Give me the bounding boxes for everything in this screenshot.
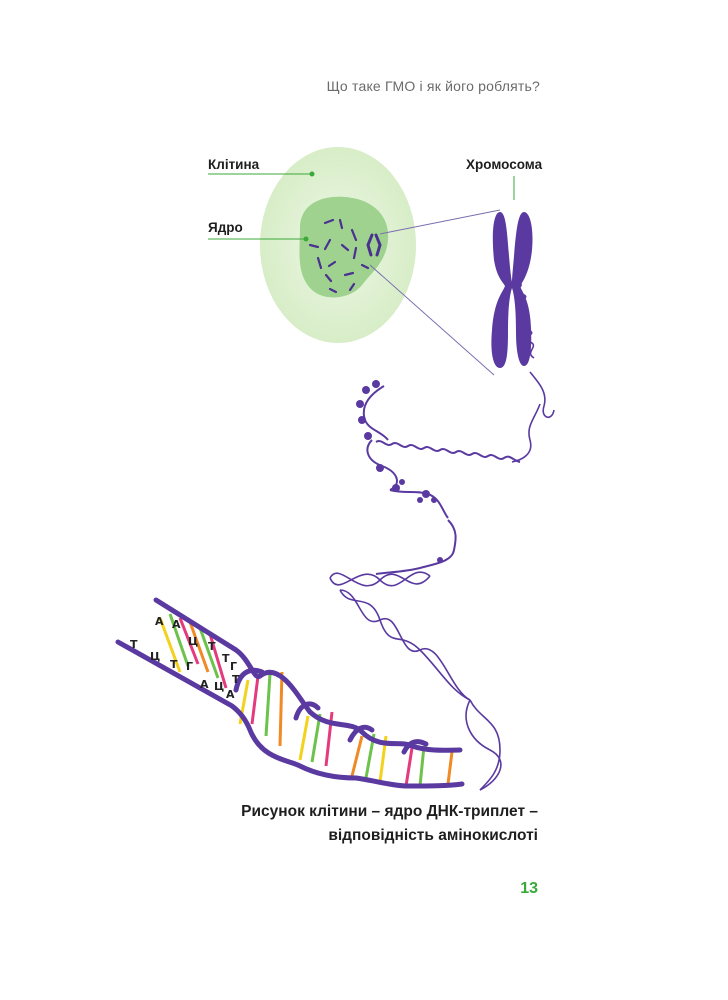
base-letter: Т xyxy=(130,638,138,651)
page-number: 13 xyxy=(520,880,538,897)
base-letter: А xyxy=(155,615,164,628)
nucleus-label: Ядро xyxy=(208,220,243,235)
base-letter: Г xyxy=(186,660,193,673)
dna-helix-small xyxy=(329,571,502,791)
nucleus xyxy=(299,196,389,298)
caption-line-2: відповідність амінокислоті xyxy=(328,827,538,844)
base-letter: А xyxy=(200,678,209,691)
dna-base-letters: А Т А Ц Ц Т Т Г Т Г А Т Ц А xyxy=(130,615,240,701)
base-letter: А xyxy=(172,618,181,631)
base-letter: Ц xyxy=(150,650,160,663)
base-letter: Т xyxy=(222,652,230,665)
zoom-lines xyxy=(369,209,501,376)
dna-helix-large xyxy=(115,597,465,789)
base-letter: Т xyxy=(232,673,240,686)
nucleosomes xyxy=(356,380,443,563)
chromosome xyxy=(491,212,533,368)
base-letter: Т xyxy=(170,658,178,671)
chromatin-fiber xyxy=(362,385,521,575)
chromatin-coil xyxy=(511,281,555,463)
running-title: Що таке ГМО і як його роблять? xyxy=(326,78,540,94)
base-letter: Г xyxy=(230,660,237,673)
chromosome-label: Хромосома xyxy=(466,157,543,172)
base-letter: Ц xyxy=(214,680,224,693)
base-letter: А xyxy=(226,688,235,701)
base-letter: Ц xyxy=(188,635,198,648)
base-letter: Т xyxy=(208,640,216,653)
label-leaders xyxy=(208,171,515,242)
cell-label: Клітина xyxy=(208,157,260,172)
caption-line-1: Рисунок клітини – ядро ДНК-триплет – xyxy=(241,803,538,820)
figure-caption: Рисунок клітини – ядро ДНК-триплет – від… xyxy=(241,800,538,848)
